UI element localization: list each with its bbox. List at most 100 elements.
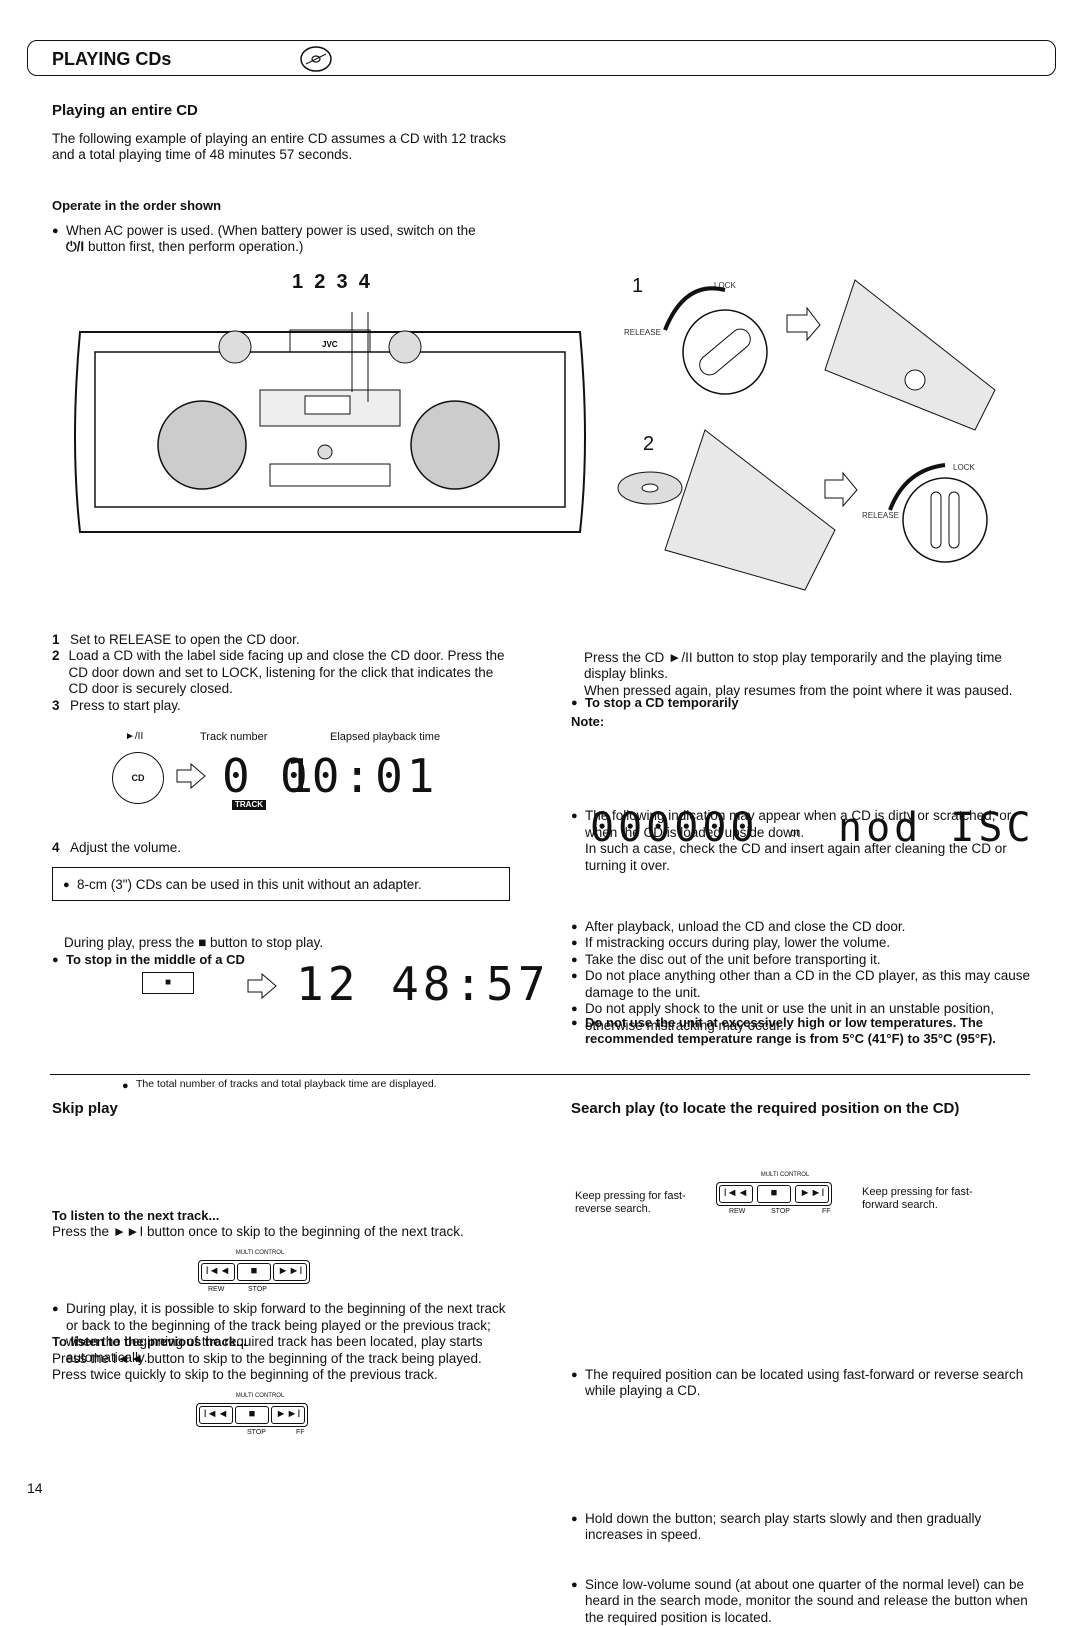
ff-icon: ►►I: [112, 1224, 144, 1239]
stop-button-mc1[interactable]: ■: [237, 1263, 271, 1281]
search-play-text: The required position can be located usi…: [571, 1367, 1030, 1400]
multi-control-2: I◄◄ ■ ►►I: [196, 1403, 308, 1427]
temp-stop-text: Press the CD ►/II button to stop play te…: [584, 650, 1030, 699]
ff-button-2[interactable]: ►►I: [271, 1406, 305, 1424]
intro-text: The following example of playing an enti…: [52, 131, 506, 163]
rew-button-3[interactable]: I◄◄: [719, 1185, 753, 1203]
temp-stop-text-2: button to stop play temporarily and the …: [584, 650, 1002, 682]
page-number: 14: [27, 1480, 43, 1496]
lock-label-2: LOCK: [953, 463, 975, 472]
operate-title: Operate in the order shown: [52, 198, 222, 213]
arrow-right-icon: [176, 762, 206, 790]
step-1-text: Set to RELEASE to open the CD door.: [70, 632, 300, 647]
zeros-display: 000000: [590, 805, 759, 851]
step-4-text: Adjust the volume.: [70, 840, 182, 855]
section-title-playing: Playing an entire CD: [52, 102, 198, 119]
previous-track-text: Press the I◄◄ button to skip to the begi…: [52, 1351, 512, 1384]
time-display: 00:01: [280, 749, 439, 803]
step-2-text: Load a CD with the label side facing up …: [68, 648, 505, 697]
bullet-mistracking: If mistracking occurs during play, lower…: [571, 935, 1030, 952]
prev-text-3: Press twice quickly to skip to the begin…: [52, 1367, 438, 1383]
prev-text-1: Press the: [52, 1351, 110, 1366]
nodisc-display: nod ISC: [838, 805, 1035, 851]
note-title: Note:: [571, 714, 605, 729]
diagram-step-2: 2: [643, 433, 655, 455]
previous-track-title: To listen to the previous track...: [52, 1334, 247, 1349]
adapter-note: 8-cm (3") CDs can be used in this unit w…: [63, 877, 499, 894]
rew-button-2[interactable]: I◄◄: [199, 1406, 233, 1424]
elapsed-time-label: Elapsed playback time: [330, 731, 441, 743]
skip-play-text: During play, it is possible to skip forw…: [52, 1301, 512, 1367]
stop-button-mc3[interactable]: ■: [757, 1185, 791, 1203]
track-display: 0 1: [222, 749, 318, 803]
track-number-label: Track number: [200, 731, 268, 743]
or-label: or: [790, 827, 800, 839]
section-divider: [50, 1074, 1030, 1075]
stop-note: The total number of tracks and total pla…: [122, 1078, 1080, 1095]
bullet-unload: After playback, unload the CD and close …: [571, 919, 1030, 936]
stop-button-mc2[interactable]: ■: [235, 1406, 269, 1424]
lock-label-1: LOCK: [714, 281, 736, 290]
release-label-2: RELEASE: [862, 511, 899, 520]
ac-note-line2: button first, then perform operation.): [87, 239, 304, 255]
cd-play-button[interactable]: CD: [112, 752, 164, 804]
power-icon: ⏻/I: [66, 239, 85, 255]
next-track-title: To listen to the next track...: [52, 1208, 220, 1223]
brand-logo: JVC: [322, 340, 338, 349]
search-bullet-volume: Since low-volume sound (at about one qua…: [571, 1577, 1030, 1626]
temp-stop-title: To stop a CD temporarily: [571, 695, 1080, 712]
rew-button[interactable]: I◄◄: [201, 1263, 235, 1281]
ff-button[interactable]: ►►I: [273, 1263, 307, 1281]
note-text: The following indication may appear when…: [571, 808, 1030, 874]
temp-stop-text-3: When pressed again, play resumes from th…: [584, 682, 1013, 698]
bullet-only-cd: Do not place anything other than a CD in…: [571, 968, 1030, 1001]
adapter-note-box: 8-cm (3") CDs can be used in this unit w…: [52, 867, 510, 901]
prev-text-2: button to skip to the beginning of the t…: [147, 1351, 482, 1366]
play-pause-label: ►/II: [125, 731, 144, 742]
multi-control-label-2: MULTI CONTROL: [235, 1393, 285, 1399]
ff-button-3[interactable]: ►►I: [795, 1185, 829, 1203]
step-numbers: 1 2 3 4: [292, 271, 370, 293]
ac-note: When AC power is used. (When battery pow…: [52, 223, 512, 256]
release-label-1: RELEASE: [624, 328, 661, 337]
stop-label-1: STOP: [248, 1286, 267, 1293]
multi-control-3: I◄◄ ■ ►►I: [716, 1182, 832, 1206]
multi-control-1: I◄◄ ■ ►►I: [198, 1260, 310, 1284]
ff-label-2: FF: [296, 1429, 305, 1436]
stop-button[interactable]: ■: [142, 972, 194, 994]
cd-door-diagram: [617, 279, 996, 591]
stop-button-icon: ■: [164, 976, 172, 988]
total-display: 12 48:57: [296, 957, 550, 1011]
boombox-illustration: JVC: [74, 312, 586, 533]
search-play-title: Search play (to locate the required posi…: [571, 1100, 960, 1117]
stop-icon: ■: [198, 935, 207, 950]
arrow-right-icon-2: [247, 972, 277, 1000]
step-3-text: Press to start play.: [70, 697, 181, 713]
note-text-2: In such a case, check the CD and insert …: [585, 841, 1007, 873]
diagram-step-1: 1: [632, 275, 644, 297]
temp-stop-text-1: Press the CD: [584, 650, 665, 665]
stop-text-1: During play, press the: [64, 935, 195, 950]
next-text-1: Press the: [52, 1224, 110, 1239]
cd-button-label: CD: [131, 772, 145, 783]
stop-label-3: STOP: [771, 1208, 790, 1215]
reverse-search-label: Keep pressing for fast-reverse search.: [575, 1190, 686, 1216]
skip-play-title: Skip play: [52, 1100, 118, 1117]
rew-icon: I◄◄: [112, 1351, 144, 1366]
forward-search-label: Keep pressing for fast-forward search.: [862, 1186, 973, 1212]
stop-title: To stop in the middle of a CD: [52, 952, 1080, 969]
disc-icon: [300, 46, 332, 72]
search-bullet-hold: Hold down the button; search play starts…: [571, 1511, 1030, 1544]
multi-control-label-3: MULTI CONTROL: [760, 1172, 810, 1178]
note-text-1: The following indication may appear when…: [585, 808, 1012, 840]
bullet-shock: Do not apply shock to the unit or use th…: [571, 1001, 1030, 1034]
next-track-text: Press the ►►I button once to skip to the…: [52, 1224, 464, 1240]
ac-note-line1: When AC power is used. (When battery pow…: [66, 223, 476, 238]
bullet-transport: Take the disc out of the unit before tra…: [571, 952, 1030, 969]
multi-control-label-1: MULTI CONTROL: [235, 1250, 285, 1256]
right-bullet-list: After playback, unload the CD and close …: [571, 919, 1030, 1034]
